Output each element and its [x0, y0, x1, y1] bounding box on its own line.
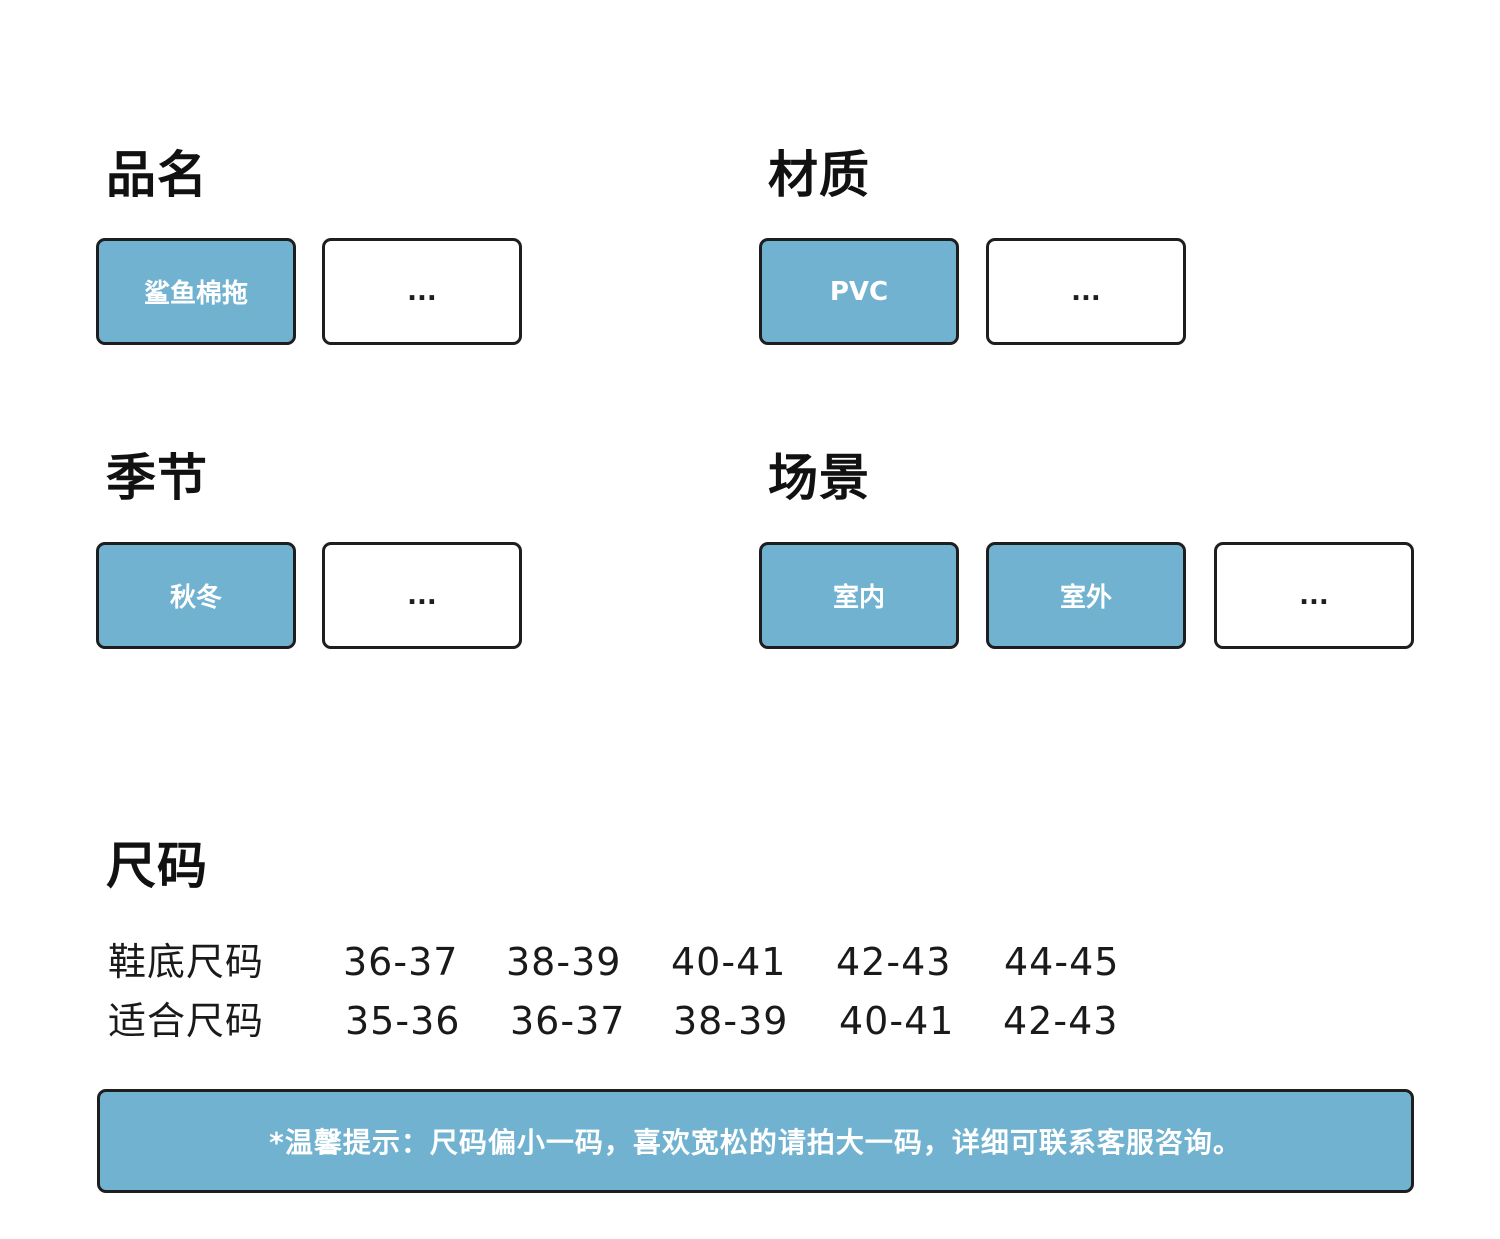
section-title-season: 季节	[106, 449, 208, 507]
tag-material-pvc[interactable]: PVC	[759, 238, 959, 345]
size-cell: 44-45	[1004, 940, 1120, 984]
tag-material-more[interactable]: ...	[986, 238, 1186, 345]
section-title-material: 材质	[768, 146, 870, 204]
tag-season-autumn-winter[interactable]: 秋冬	[96, 542, 296, 649]
section-title-scene: 场景	[768, 449, 870, 507]
tag-scene-indoor[interactable]: 室内	[759, 542, 959, 649]
tag-scene-outdoor[interactable]: 室外	[986, 542, 1186, 649]
tag-name-shark-slipper[interactable]: 鲨鱼棉拖	[96, 238, 296, 345]
size-cell: 38-39	[506, 940, 622, 984]
tag-name-more[interactable]: ...	[322, 238, 522, 345]
tag-season-more[interactable]: ...	[322, 542, 522, 649]
size-cell: 40-41	[839, 999, 955, 1043]
section-title-size: 尺码	[106, 837, 208, 895]
tag-scene-more[interactable]: ...	[1214, 542, 1414, 649]
size-cell: 40-41	[671, 940, 787, 984]
size-row-label-fit: 适合尺码	[108, 999, 265, 1043]
size-cell: 36-37	[343, 940, 459, 984]
size-cell: 38-39	[673, 999, 789, 1043]
section-title-name: 品名	[106, 146, 208, 204]
size-cell: 42-43	[1003, 999, 1119, 1043]
size-cell: 36-37	[510, 999, 626, 1043]
size-row-label-sole: 鞋底尺码	[108, 940, 265, 984]
size-tip-banner: *温馨提示：尺码偏小一码，喜欢宽松的请拍大一码，详细可联系客服咨询。	[97, 1089, 1414, 1193]
size-cell: 42-43	[836, 940, 952, 984]
size-cell: 35-36	[345, 999, 461, 1043]
